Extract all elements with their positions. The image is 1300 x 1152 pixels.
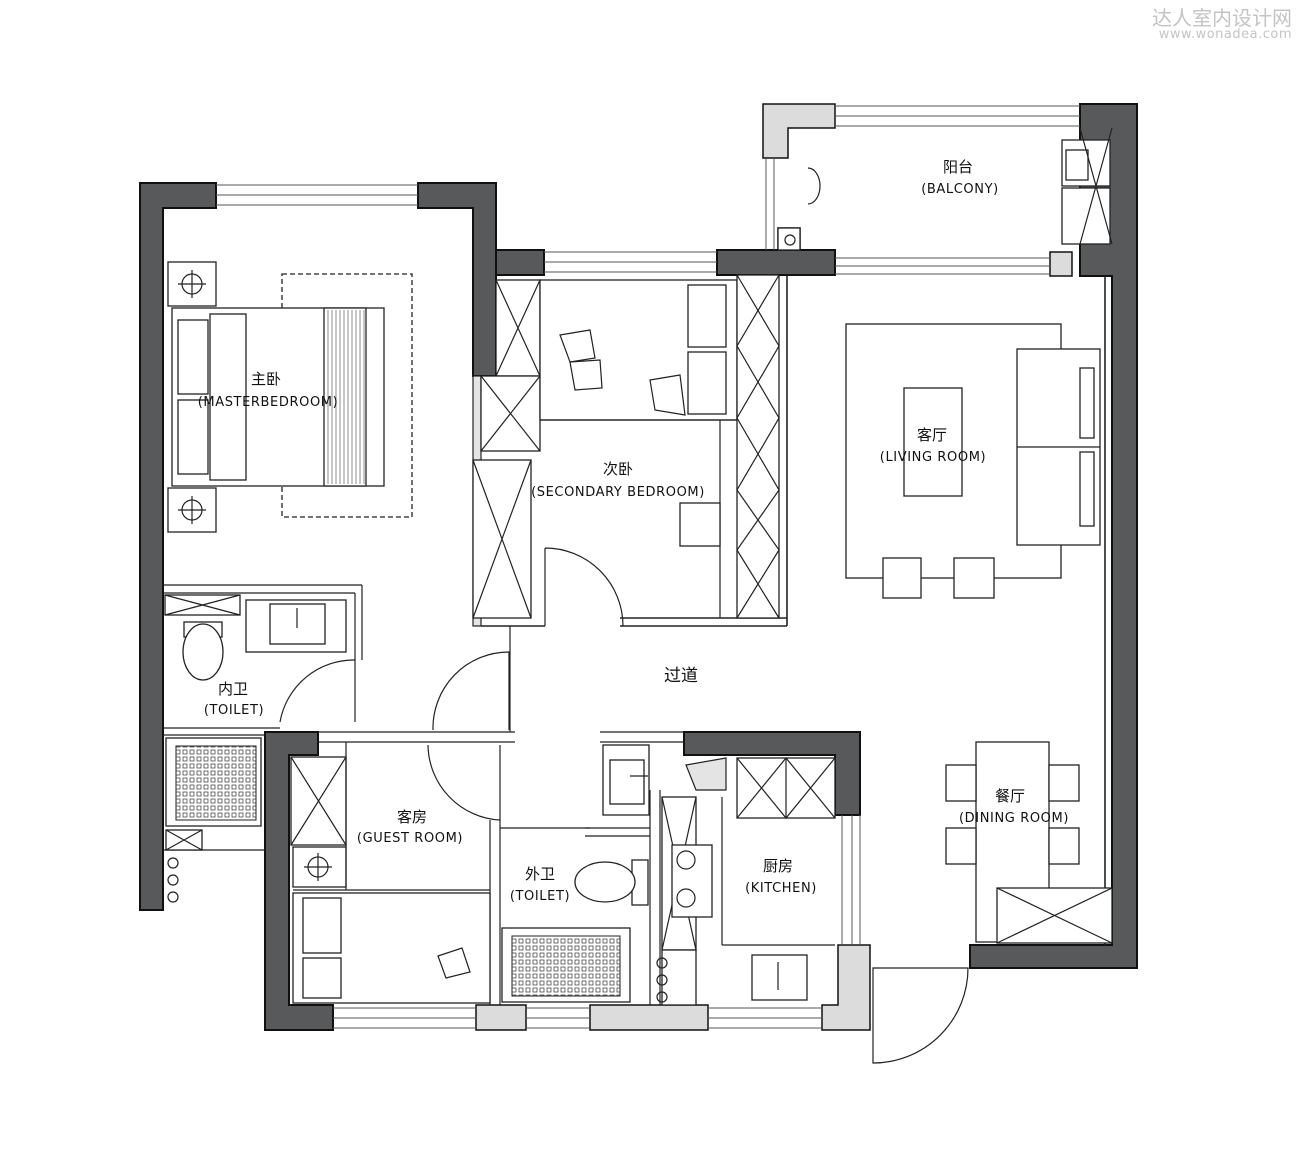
- guest-room-furniture: [290, 742, 491, 1004]
- guest-room-label: 客房: [397, 808, 427, 826]
- outer-toilet-label-en: (TOILET): [510, 889, 570, 904]
- master-bedroom-label: 主卧: [251, 370, 281, 388]
- kitchen-fixtures: [656, 757, 836, 1006]
- balcony-furniture: [777, 127, 1113, 251]
- dining-furniture: [945, 741, 1113, 944]
- inner-toilet-fixtures: [164, 594, 347, 903]
- secondary-bedroom-label: 次卧: [603, 460, 633, 478]
- guest-room-label-en: (GUEST ROOM): [357, 831, 463, 846]
- living-room-furniture: [845, 323, 1101, 599]
- balcony-label-en: (BALCONY): [921, 182, 999, 197]
- inner-toilet-label-en: (TOILET): [204, 703, 264, 718]
- watermark-url: www.wonadea.com: [1158, 27, 1292, 42]
- exterior-walls: [139, 103, 1138, 1031]
- secondary-bedroom-furniture: [472, 274, 780, 619]
- inner-toilet-label: 内卫: [218, 680, 248, 698]
- kitchen-label: 厨房: [763, 857, 793, 875]
- watermark-brand: 达人室内设计网: [1152, 6, 1292, 30]
- outer-toilet-label: 外卫: [525, 865, 555, 883]
- corridor-label: 过道: [664, 666, 698, 686]
- room-labels: 主卧 (MASTERBEDROOM) 次卧 (SECONDARY BEDROOM…: [198, 158, 1069, 904]
- outer-toilet-fixtures: [501, 744, 650, 1003]
- master-bedroom-label-en: (MASTERBEDROOM): [198, 395, 339, 410]
- dining-room-label-en: (DINING ROOM): [959, 811, 1069, 826]
- doors: [279, 167, 969, 1064]
- living-room-label: 客厅: [917, 426, 947, 444]
- secondary-bedroom-label-en: (SECONDARY BEDROOM): [531, 485, 705, 500]
- master-bedroom-furniture: [167, 261, 413, 533]
- dining-room-label: 餐厅: [995, 787, 1025, 805]
- balcony-label: 阳台: [943, 158, 973, 176]
- living-room-label-en: (LIVING ROOM): [880, 450, 986, 465]
- kitchen-label-en: (KITCHEN): [745, 881, 817, 896]
